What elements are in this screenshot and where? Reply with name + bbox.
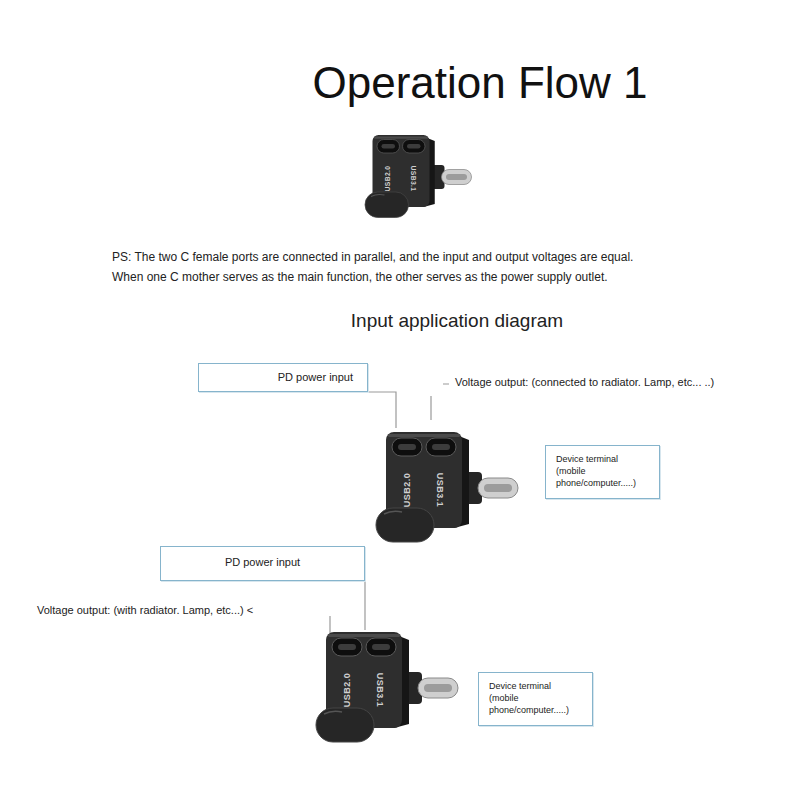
- port-label: USB2.0: [384, 166, 392, 192]
- input-box: PD power input: [160, 546, 365, 581]
- adapter-drawing: [312, 628, 462, 748]
- box-text: PD power input: [207, 370, 353, 385]
- port-label: USB2.0: [342, 673, 353, 708]
- port-label: USB3.1: [435, 473, 446, 508]
- leader-line: [368, 392, 396, 428]
- section-heading: Input application diagram: [207, 310, 707, 333]
- adapter-drawing: [372, 428, 522, 548]
- adapter-illustration: USB2.0 USB3.1: [312, 628, 462, 748]
- leader-line: [431, 384, 449, 420]
- port-label: USB3.1: [409, 166, 417, 192]
- box-text: Device terminal (mobile phone/computer..…: [556, 453, 649, 489]
- box-text: Device terminal (mobile phone/computer..…: [489, 680, 582, 716]
- callout-text: Voltage output: (with radiator. Lamp, et…: [37, 604, 253, 617]
- port-label: USB3.1: [375, 673, 386, 708]
- diagram-title: Operation Flow 1: [230, 58, 730, 108]
- box-text: PD power input: [169, 555, 356, 570]
- leader-line: [364, 581, 365, 630]
- adapter-illustration: USB2.0 USB3.1: [362, 132, 475, 222]
- port-label: USB2.0: [402, 473, 413, 508]
- note-text: PS: The two C female ports are connected…: [112, 250, 633, 264]
- adapter-drawing: [362, 132, 475, 222]
- adapter-illustration: USB2.0 USB3.1: [372, 428, 522, 548]
- input-box: PD power input: [198, 363, 368, 392]
- device-box: Device terminal (mobile phone/computer..…: [545, 445, 660, 499]
- leader-line: [329, 616, 330, 634]
- device-box: Device terminal (mobile phone/computer..…: [478, 672, 593, 726]
- callout-text: Voltage output: (connected to radiator. …: [455, 376, 714, 389]
- note-text: When one C mother serves as the main fun…: [112, 270, 608, 284]
